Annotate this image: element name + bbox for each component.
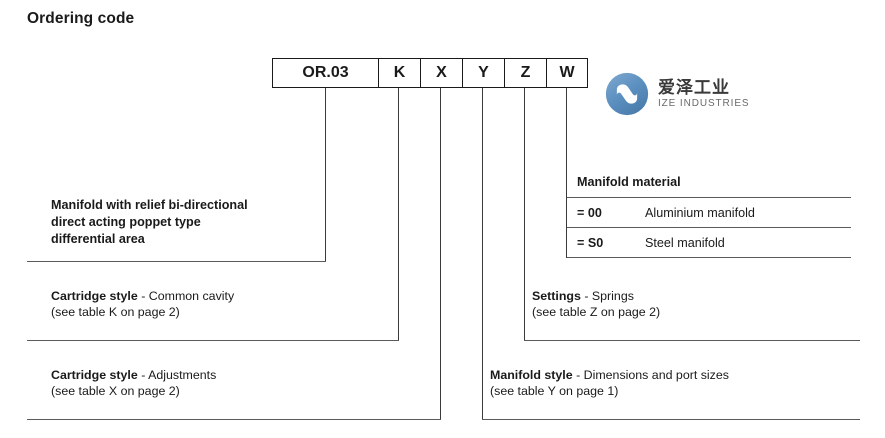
description-product-line2: direct acting poppet type <box>51 215 201 229</box>
table-row: = S0 Steel manifold <box>567 228 851 258</box>
description-manifold-style-main: Manifold style - Dimensions and port siz… <box>490 367 729 383</box>
manifold-material-header-row: Manifold material <box>567 167 851 198</box>
description-manifold-style: Manifold style - Dimensions and port siz… <box>490 367 729 400</box>
description-product: Manifold with relief bi-directional dire… <box>51 197 248 248</box>
description-product-line3: differential area <box>51 232 145 246</box>
leader-line-or03 <box>325 88 327 262</box>
logo-chinese-name: 爱泽工业 <box>658 78 730 97</box>
leader-line-x <box>440 88 442 420</box>
description-cartridge-adjust-rest: - Adjustments <box>137 368 217 382</box>
bracket-cartridge-adjust <box>27 419 441 421</box>
manifold-material-header: Manifold material <box>577 175 681 189</box>
description-cartridge-cavity-note: (see table K on page 2) <box>51 305 180 320</box>
manifold-material-code-00: = 00 <box>577 205 602 220</box>
manifold-material-code-s0: = S0 <box>577 235 604 250</box>
logo-text-group: 爱泽工业 IZE INDUSTRIES <box>658 78 750 110</box>
leader-line-w <box>566 88 568 167</box>
logo-english-name: IZE INDUSTRIES <box>658 98 750 109</box>
description-cartridge-adjust-bold: Cartridge style <box>51 368 138 382</box>
table-row: = 00 Aluminium manifold <box>567 198 851 228</box>
description-settings-bold: Settings <box>532 289 581 303</box>
code-cell-k: K <box>378 58 420 88</box>
description-cartridge-adjust-main: Cartridge style - Adjustments <box>51 367 216 383</box>
description-product-line1: Manifold with relief bi-directional <box>51 198 248 212</box>
manifold-material-table: Manifold material = 00 Aluminium manifol… <box>566 167 851 258</box>
page-title: Ordering code <box>27 10 135 27</box>
leader-line-y <box>482 88 484 420</box>
description-cartridge-cavity-main: Cartridge style - Common cavity <box>51 288 234 304</box>
description-cartridge-adjust: Cartridge style - Adjustments (see table… <box>51 367 216 400</box>
code-cell-y: Y <box>462 58 504 88</box>
ize-industries-mark-icon <box>605 72 649 116</box>
leader-line-k <box>398 88 400 341</box>
description-cartridge-adjust-note: (see table X on page 2) <box>51 384 180 399</box>
description-settings-rest: - Springs <box>580 289 634 303</box>
description-manifold-style-note: (see table Y on page 1) <box>490 384 619 399</box>
description-manifold-style-rest: - Dimensions and port sizes <box>572 368 729 382</box>
bracket-product <box>27 261 326 263</box>
leader-line-z <box>524 88 526 341</box>
description-settings-note: (see table Z on page 2) <box>532 305 661 320</box>
bracket-cartridge-cavity <box>27 340 399 342</box>
description-cartridge-cavity-bold: Cartridge style <box>51 289 138 303</box>
manifold-material-label-s0: Steel manifold <box>645 235 725 250</box>
description-cartridge-cavity-rest: - Common cavity <box>137 289 235 303</box>
company-logo: 爱泽工业 IZE INDUSTRIES <box>605 72 750 116</box>
description-settings-main: Settings - Springs <box>532 288 660 304</box>
code-cell-or03: OR.03 <box>272 58 378 88</box>
bracket-manifold-style <box>482 419 860 421</box>
description-manifold-style-bold: Manifold style <box>490 368 573 382</box>
code-cell-w: W <box>546 58 588 88</box>
description-cartridge-cavity: Cartridge style - Common cavity (see tab… <box>51 288 234 321</box>
manifold-material-label-00: Aluminium manifold <box>645 205 755 220</box>
code-cell-z: Z <box>504 58 546 88</box>
ordering-code-row: OR.03 K X Y Z W <box>272 58 588 88</box>
description-settings: Settings - Springs (see table Z on page … <box>532 288 660 321</box>
code-cell-x: X <box>420 58 462 88</box>
bracket-settings <box>524 340 860 342</box>
